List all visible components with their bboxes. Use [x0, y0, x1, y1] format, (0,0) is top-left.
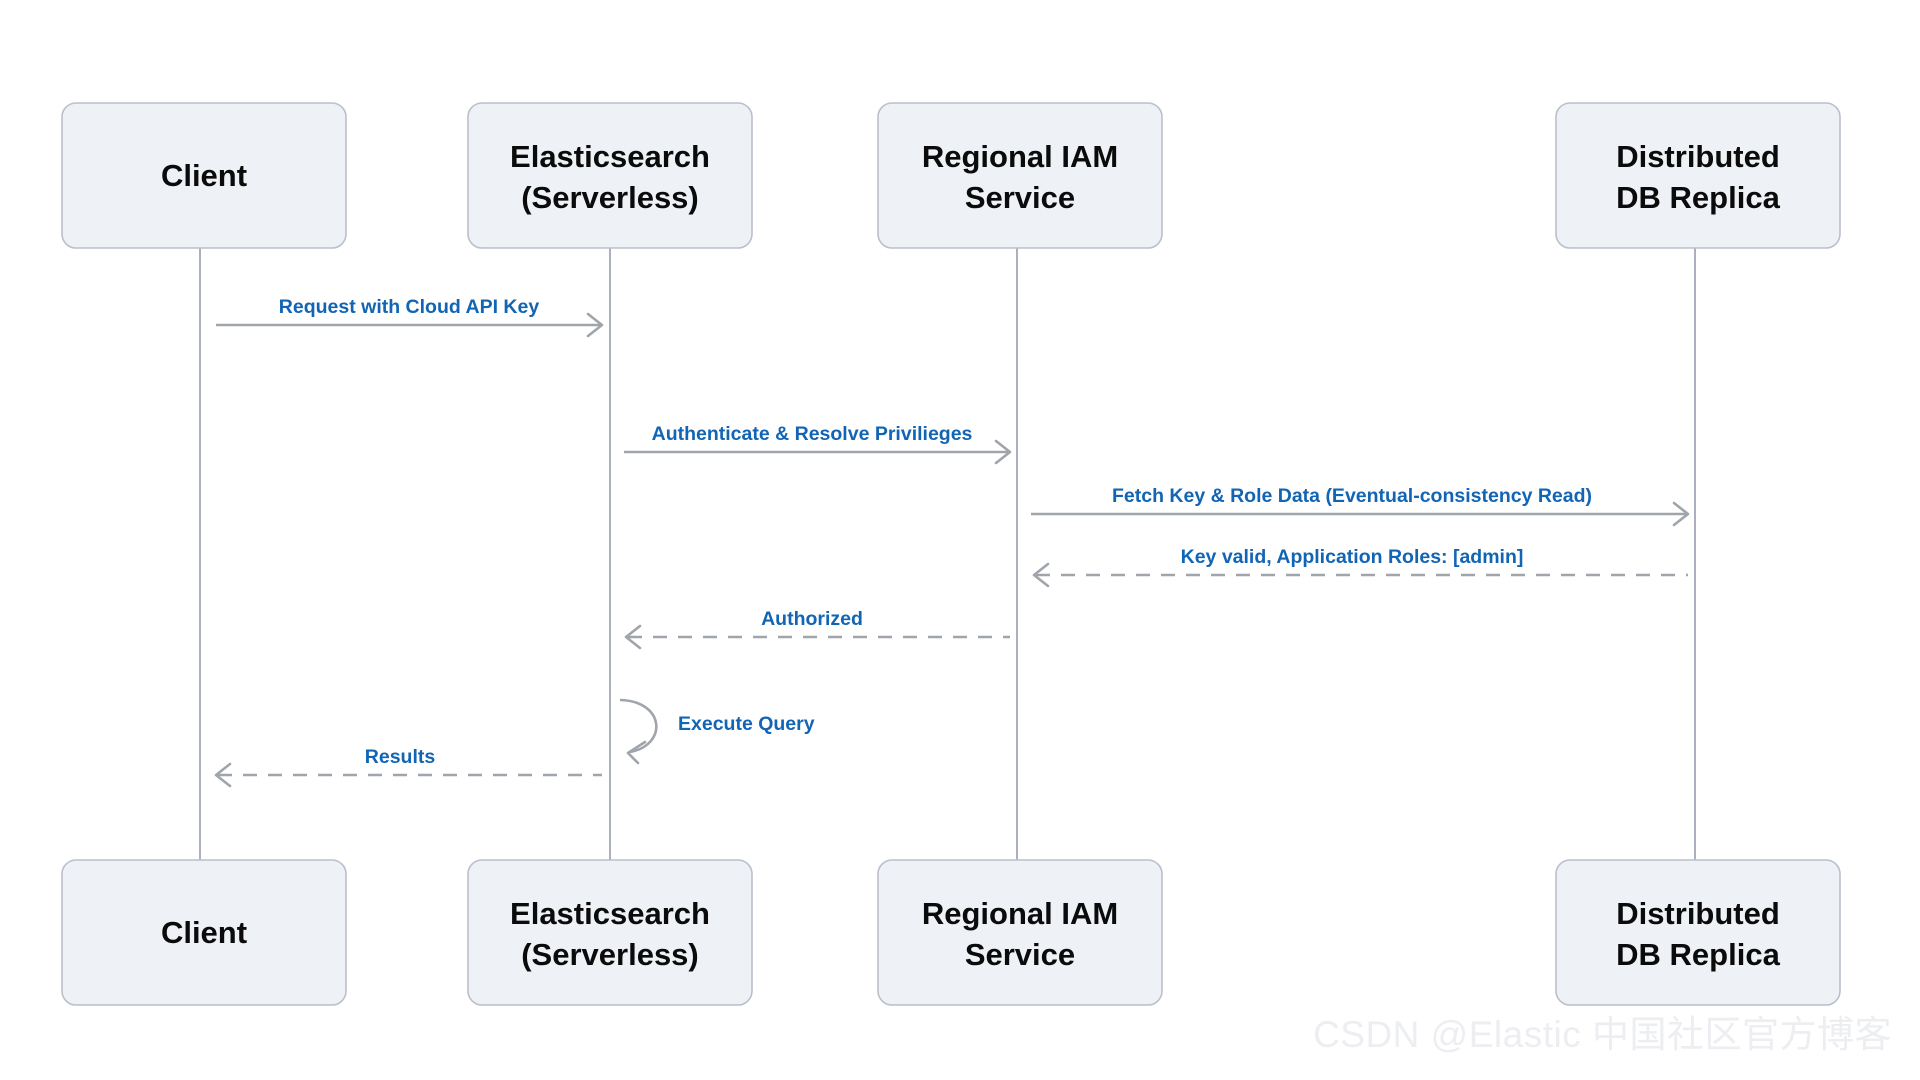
message-label: Authenticate & Resolve Privilieges — [652, 423, 973, 445]
participant-box-rect — [467, 859, 753, 1006]
participant-label-db-top-line1: Distributed — [1616, 139, 1780, 174]
participant-box-client-top[interactable]: Client — [61, 102, 347, 249]
message-authorized: Authorized — [624, 608, 1010, 650]
message-label: Results — [365, 746, 436, 768]
self-loop-arrow-line — [619, 698, 658, 754]
participant-label-iam-bottom-line1: Regional IAM — [922, 896, 1118, 931]
message-fetch-key-role-data: Fetch Key & Role Data (Eventual-consiste… — [1031, 485, 1690, 527]
participant-box-iam-bottom[interactable]: Regional IAM Service — [877, 859, 1163, 1006]
arrowhead-left-icon — [1032, 562, 1050, 588]
arrowhead-left-icon — [624, 624, 642, 650]
participant-box-db-top[interactable]: Distributed DB Replica — [1555, 102, 1841, 249]
participant-box-rect — [467, 102, 753, 249]
participant-label-es-bottom-line2: (Serverless) — [521, 937, 699, 972]
participant-box-iam-top[interactable]: Regional IAM Service — [877, 102, 1163, 249]
arrowhead-left-icon — [214, 762, 232, 788]
participant-box-rect — [1555, 859, 1841, 1006]
arrowhead-right-icon — [1672, 501, 1690, 527]
participant-label-db-bottom-line1: Distributed — [1616, 896, 1780, 931]
message-key-valid-application-roles: Key valid, Application Roles: [admin] — [1032, 546, 1688, 588]
participant-label-db-bottom-line2: DB Replica — [1616, 937, 1780, 972]
participant-box-es-bottom[interactable]: Elasticsearch (Serverless) — [467, 859, 753, 1006]
participant-label-iam-top-line1: Regional IAM — [922, 139, 1118, 174]
message-label: Request with Cloud API Key — [279, 296, 540, 318]
participant-box-rect — [877, 859, 1163, 1006]
participant-box-db-bottom[interactable]: Distributed DB Replica — [1555, 859, 1841, 1006]
participant-label-iam-bottom-line2: Service — [965, 937, 1075, 972]
message-request-with-cloud-api-key: Request with Cloud API Key — [216, 296, 604, 338]
message-label: Fetch Key & Role Data (Eventual-consiste… — [1112, 485, 1592, 507]
participant-box-client-bottom[interactable]: Client — [61, 859, 347, 1006]
message-label: Key valid, Application Roles: [admin] — [1181, 546, 1524, 568]
message-results: Results — [214, 746, 602, 788]
participant-label-es-top-line1: Elasticsearch — [510, 139, 710, 174]
participant-box-rect — [877, 102, 1163, 249]
participant-label-iam-top-line2: Service — [965, 180, 1075, 215]
arrowhead-self-icon — [626, 740, 647, 765]
message-authenticate-resolve-privilieges: Authenticate & Resolve Privilieges — [624, 423, 1012, 465]
participant-label-client-bottom: Client — [161, 915, 247, 950]
csdn-watermark: CSDN @Elastic 中国社区官方博客 — [1313, 1014, 1892, 1055]
participant-box-rect — [61, 102, 347, 249]
participant-label-es-top-line2: (Serverless) — [521, 180, 699, 215]
lifelines-group — [199, 248, 1696, 860]
participant-box-es-top[interactable]: Elasticsearch (Serverless) — [467, 102, 753, 249]
message-label: Authorized — [761, 608, 863, 630]
participant-box-rect — [1555, 102, 1841, 249]
participant-box-rect — [61, 859, 347, 1006]
participant-label-db-top-line2: DB Replica — [1616, 180, 1780, 215]
arrowhead-right-icon — [586, 312, 604, 338]
message-label: Execute Query — [678, 713, 815, 735]
participant-label-es-bottom-line1: Elasticsearch — [510, 896, 710, 931]
arrowhead-right-icon — [994, 439, 1012, 465]
participant-label-client-top: Client — [161, 158, 247, 193]
message-execute-query: Execute Query — [619, 698, 815, 765]
